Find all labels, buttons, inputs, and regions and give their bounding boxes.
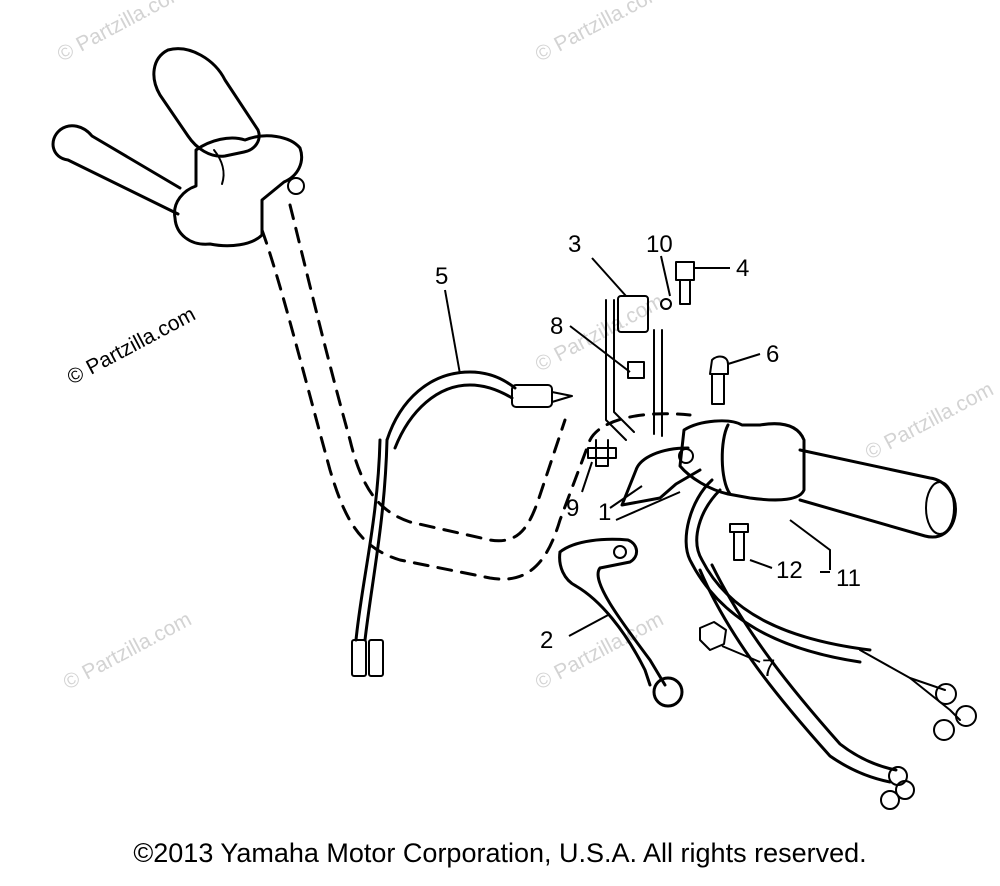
watermark: © Partzilla.com	[862, 378, 998, 465]
callout-3: 3	[568, 231, 581, 258]
callout-1: 1	[598, 499, 611, 526]
small-parts	[587, 261, 749, 651]
watermark: © Partzilla.com	[60, 608, 196, 695]
callout-11: 11	[836, 565, 861, 592]
callout-4: 4	[736, 255, 749, 282]
copyright-notice: ©2013 Yamaha Motor Corporation, U.S.A. A…	[133, 838, 867, 868]
left-grip-assembly	[51, 47, 305, 248]
callout-9: 9	[566, 495, 579, 522]
clutch-switch-cable	[351, 370, 573, 677]
callout-10: 10	[646, 231, 673, 258]
right-wire-harness	[684, 478, 977, 810]
leader-lines	[444, 255, 831, 663]
callout-7: 7	[762, 655, 775, 682]
callout-2: 2	[540, 627, 553, 654]
callouts: 1 2 3 4 5 6 7 8 9 10 11 12	[435, 231, 861, 682]
callout-6: 6	[766, 341, 779, 368]
callout-8: 8	[550, 313, 563, 340]
watermark: © Partzilla.com	[532, 0, 668, 66]
callout-5: 5	[435, 263, 448, 290]
handlebar	[260, 203, 692, 581]
clutch-lever	[558, 537, 684, 708]
callout-12: 12	[776, 557, 803, 584]
right-switch-assembly	[620, 419, 957, 539]
watermark: © Partzilla.com	[64, 303, 200, 390]
watermark: © Partzilla.com	[54, 0, 190, 66]
